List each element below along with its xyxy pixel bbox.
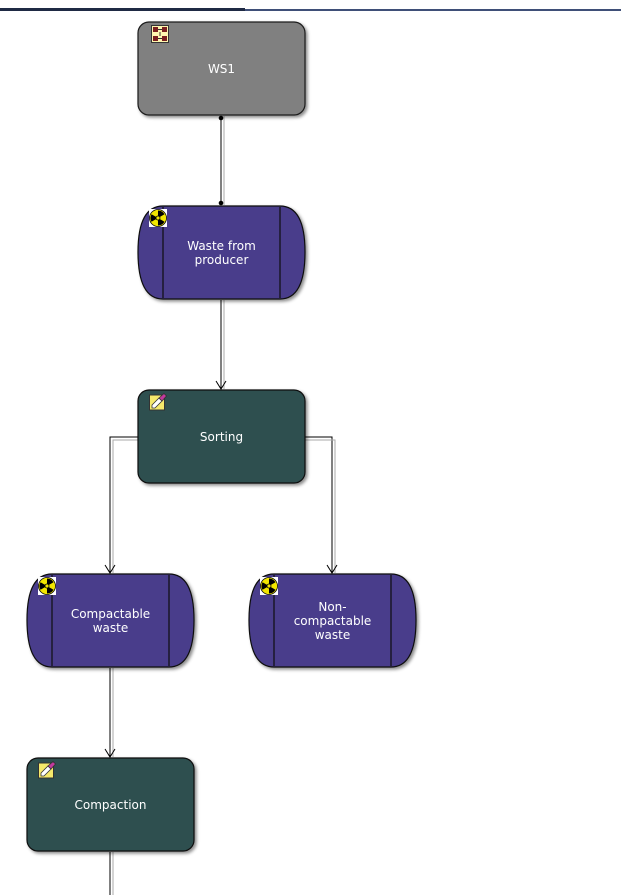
connector-ws1-to-waste-from-producer[interactable] [218,115,225,206]
radiation-icon [38,577,56,595]
node-sorting-label: Sorting [199,429,244,444]
node-compaction-shape[interactable] [26,757,195,852]
node-non-compactable-waste-label: Non- compactable waste [293,599,372,642]
radiation-icon [149,209,167,227]
connector-waste-from-producer-to-sorting[interactable] [215,300,227,390]
header-divider-dark [0,8,245,11]
workstation-icon [151,25,169,43]
connector-sorting-to-non-compactable-waste[interactable] [305,436,338,574]
connector-sorting-to-compactable-waste[interactable] [104,436,139,574]
node-compactable-waste-label: Compactable waste [70,606,151,635]
node-compaction-label: Compaction [74,797,147,812]
header-divider-light [245,9,621,11]
node-sorting-shape[interactable] [137,389,306,484]
connector-compaction-outgoing[interactable] [109,852,114,895]
node-non-compactable-waste-shape[interactable] [248,573,417,668]
connector-compactable-waste-to-compaction[interactable] [104,668,116,758]
node-waste-from-producer-label: Waste from producer [187,238,256,267]
node-ws1-shape[interactable] [137,21,306,116]
process-edit-icon [38,761,56,779]
node-waste-from-producer-shape[interactable] [137,205,306,300]
node-ws1-label: WS1 [207,61,236,76]
process-edit-icon [149,393,167,411]
radiation-icon [260,577,278,595]
